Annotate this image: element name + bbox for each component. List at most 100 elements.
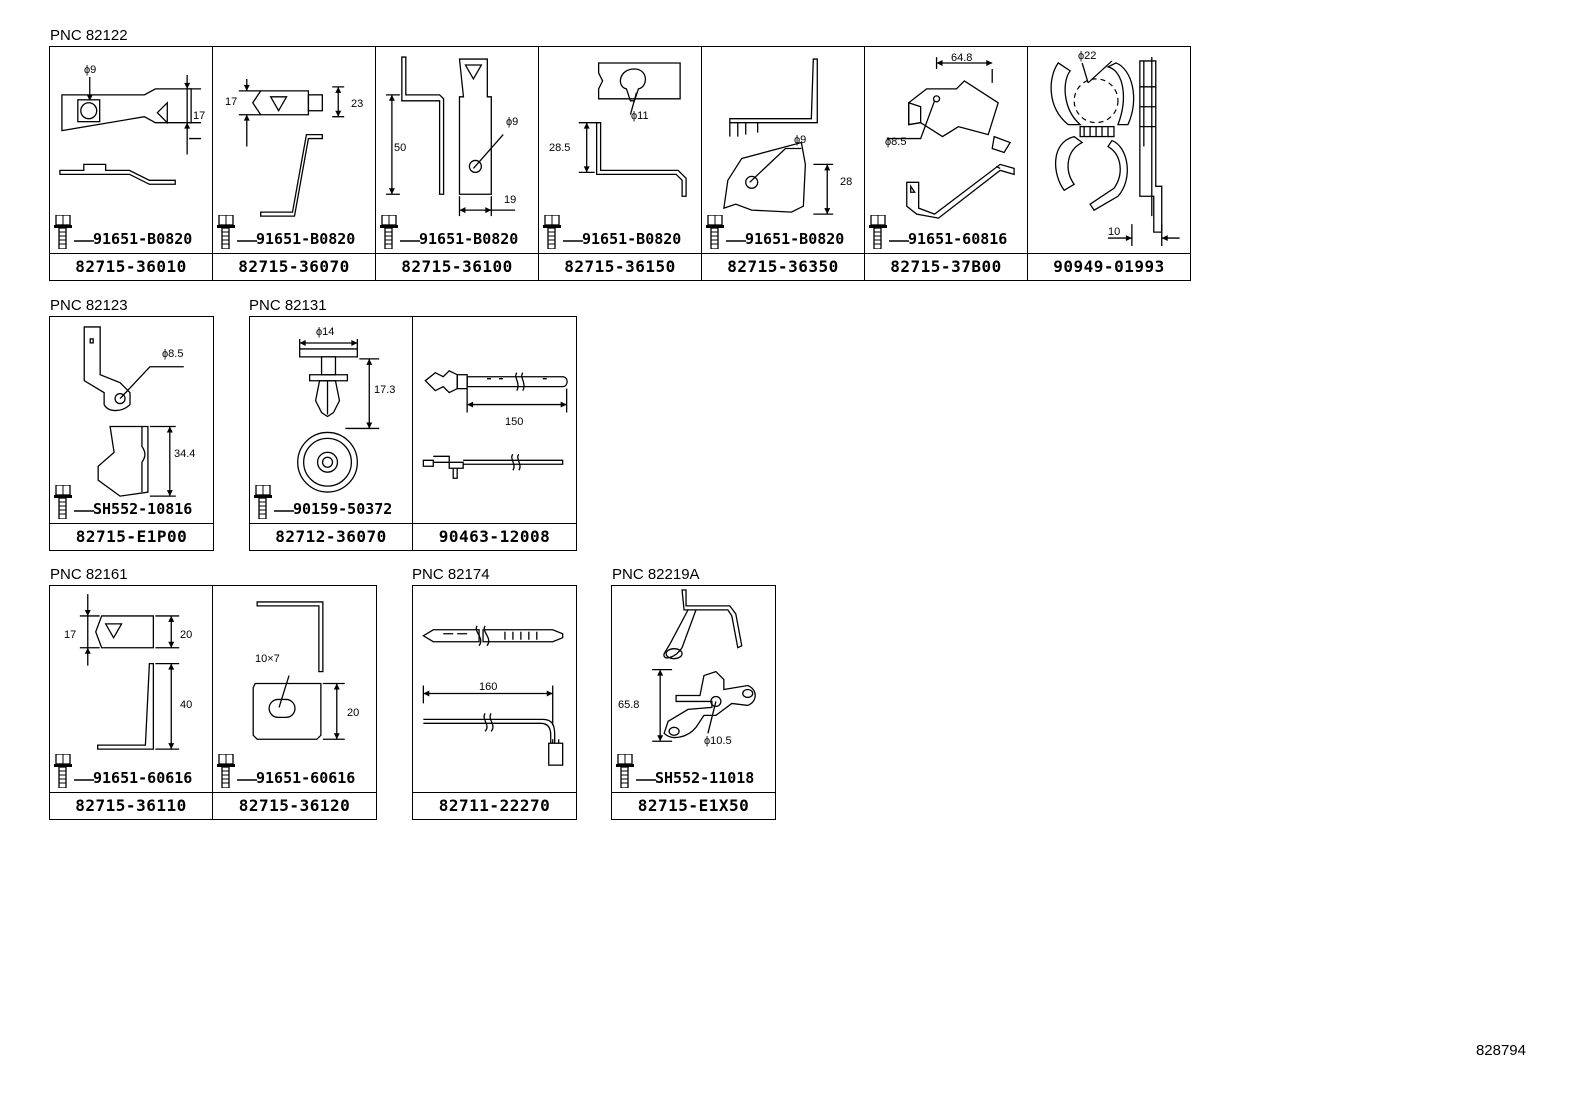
pnc-label: PNC 82219A	[612, 566, 700, 583]
part-number[interactable]: 82715-E1X50	[612, 792, 775, 819]
bolt-callout: 91651-B0820	[380, 215, 518, 249]
dimension-label: ϕ14	[316, 326, 335, 338]
bolt-part-number[interactable]: 91651-60816	[908, 230, 1008, 248]
part-number[interactable]: 82715-36100	[376, 253, 538, 280]
part-cell[interactable]: 50 ϕ9 19 91651-B0820 82715-36100	[376, 47, 539, 280]
part-drawing	[612, 586, 775, 792]
part-number[interactable]: 82715-37B00	[865, 253, 1027, 280]
flange-bolt-icon	[543, 215, 561, 249]
part-number[interactable]: 82715-E1P00	[50, 523, 213, 550]
flange-bolt-icon	[380, 215, 398, 249]
dimension-label: ϕ22	[1078, 50, 1097, 62]
part-drawing	[702, 47, 864, 253]
part-cell[interactable]: 65.8 ϕ10.5 SH552-11018 82715-E1X50	[612, 586, 775, 819]
bolt-callout: 91651-60616	[217, 754, 355, 788]
bolt-part-number[interactable]: 91651-B0820	[582, 230, 682, 248]
pnc-label: PNC 82161	[50, 566, 128, 583]
part-cell[interactable]: 150 90463-12008	[413, 317, 576, 550]
bolt-part-number[interactable]: 90159-50372	[293, 500, 393, 518]
bolt-part-number[interactable]: 91651-B0820	[93, 230, 193, 248]
dimension-label: 17.3	[374, 384, 396, 396]
bolt-callout: SH552-10816	[54, 485, 192, 519]
flange-bolt-icon	[217, 215, 235, 249]
part-drawing	[413, 317, 576, 523]
flange-bolt-icon	[706, 215, 724, 249]
dimension-label: 23	[351, 98, 364, 110]
flange-bolt-icon	[217, 754, 235, 788]
dimension-label: 40	[180, 699, 193, 711]
part-number[interactable]: 82715-36110	[50, 792, 212, 819]
dimension-label: 28	[840, 176, 853, 188]
bolt-part-number[interactable]: 91651-60616	[93, 769, 193, 787]
dimension-label: 17	[64, 629, 77, 641]
part-drawing	[50, 586, 212, 792]
part-drawing	[1028, 47, 1190, 253]
dimension-label: 160	[479, 681, 498, 693]
pnc-label: PNC 82174	[412, 566, 490, 583]
pnc-group-82174: 160 82711-22270	[412, 585, 577, 820]
bolt-part-number[interactable]: 91651-B0820	[419, 230, 519, 248]
part-cell[interactable]: ϕ9 17 91651-B0820 82715-36010	[50, 47, 213, 280]
dimension-label: 17	[193, 110, 206, 122]
bolt-callout: 91651-60816	[869, 215, 1007, 249]
part-cell[interactable]: 10×7 20 91651-60616 82715-36120	[213, 586, 376, 819]
dimension-label: ϕ8.5	[885, 136, 907, 148]
bolt-callout: 91651-B0820	[706, 215, 844, 249]
bolt-part-number[interactable]: 91651-60616	[256, 769, 356, 787]
pnc-group-82122: ϕ9 17 91651-B0820 82715-36010	[49, 46, 1191, 281]
part-number[interactable]: 82715-36350	[702, 253, 864, 280]
flange-bolt-icon	[54, 754, 72, 788]
bolt-callout: 90159-50372	[254, 485, 392, 519]
part-number[interactable]: 82715-36010	[50, 253, 212, 280]
dimension-label: 17	[225, 96, 238, 108]
part-cell[interactable]: ϕ9 28 91651-B0820 82715-36350	[702, 47, 865, 280]
part-drawing	[50, 47, 212, 253]
part-cell[interactable]: ϕ22 10 90949-01993	[1028, 47, 1190, 280]
bolt-callout: 91651-B0820	[543, 215, 681, 249]
part-cell[interactable]: 160 82711-22270	[413, 586, 576, 819]
part-number[interactable]: 90463-12008	[413, 523, 576, 550]
part-number[interactable]: 90949-01993	[1028, 253, 1190, 280]
pnc-label: PNC 82122	[50, 27, 128, 44]
part-cell[interactable]: ϕ11 28.5 91651-B0820 82715-36150	[539, 47, 702, 280]
dimension-label: 10	[1108, 226, 1121, 238]
part-number[interactable]: 82711-22270	[413, 792, 576, 819]
part-number[interactable]: 82715-36070	[213, 253, 375, 280]
part-drawing	[413, 586, 576, 792]
part-cell[interactable]: 64.8 ϕ8.5 91651-60816 82715-37B00	[865, 47, 1028, 280]
part-number[interactable]: 82715-36150	[539, 253, 701, 280]
pnc-group-82161: 17 20 40 91651-60616 82715-36110	[49, 585, 377, 820]
pnc-group-82219A: 65.8 ϕ10.5 SH552-11018 82715-E1X50	[611, 585, 776, 820]
dimension-label: 19	[504, 194, 517, 206]
bolt-part-number[interactable]: 91651-B0820	[745, 230, 845, 248]
dimension-label: ϕ8.5	[162, 348, 184, 360]
part-cell[interactable]: ϕ8.5 34.4 SH552-10816 82715-E1P00	[50, 317, 213, 550]
dimension-label: 64.8	[951, 52, 973, 64]
dimension-label: ϕ9	[506, 116, 519, 128]
part-drawing	[213, 586, 376, 792]
bolt-callout: 91651-B0820	[217, 215, 355, 249]
bolt-part-number[interactable]: 91651-B0820	[256, 230, 356, 248]
flange-bolt-icon	[616, 754, 634, 788]
part-number[interactable]: 82715-36120	[213, 792, 376, 819]
dimension-label: 150	[505, 416, 524, 428]
part-drawing	[539, 47, 701, 253]
part-drawing	[50, 317, 213, 523]
pnc-label: PNC 82131	[249, 297, 327, 314]
part-cell[interactable]: 17 23 91651-B0820 82715-36070	[213, 47, 376, 280]
part-cell[interactable]: 17 20 40 91651-60616 82715-36110	[50, 586, 213, 819]
diagram-number: 828794	[1475, 1042, 1526, 1059]
dimension-label: 20	[180, 629, 193, 641]
part-cell[interactable]: ϕ14 17.3 90159-50372 82712-36070	[250, 317, 413, 550]
flange-bolt-icon	[254, 485, 272, 519]
part-number[interactable]: 82712-36070	[250, 523, 412, 550]
bolt-part-number[interactable]: SH552-11018	[655, 769, 755, 787]
bolt-part-number[interactable]: SH552-10816	[93, 500, 193, 518]
dimension-label: ϕ9	[84, 64, 97, 76]
dimension-label: ϕ11	[631, 110, 649, 122]
dimension-label: 65.8	[618, 699, 640, 711]
dimension-label: 28.5	[549, 142, 571, 154]
dimension-label: 10×7	[255, 653, 280, 665]
dimension-label: 34.4	[174, 448, 196, 460]
bolt-callout: 91651-B0820	[54, 215, 192, 249]
